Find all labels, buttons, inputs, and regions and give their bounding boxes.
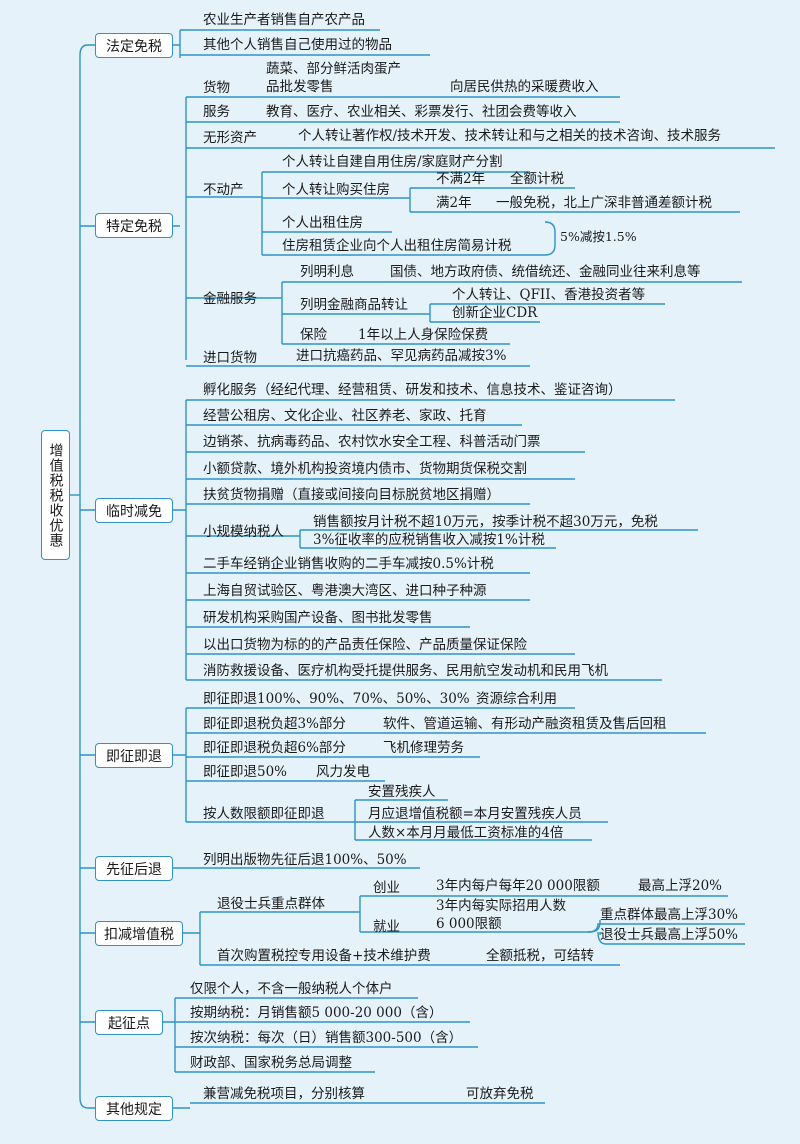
node-label: 创业 [373,880,400,896]
branch-threshold: 起征点 [95,1010,163,1035]
leaf-text: 3年内每实际招用人数 [436,898,567,914]
leaf-text: 个人转让自建自用住房/家庭财产分割 [282,154,503,170]
node-label: 服务 [203,104,230,120]
leaf-text: 全额计税 [510,171,564,187]
leaf-text: 财政部、国家税务总局调整 [190,1055,352,1071]
node-label: 就业 [373,919,400,935]
branch-collect-then-refund: 先征后退 [95,856,173,881]
leaf-text: 消防救援设备、医疗机构受托提供服务、民用航空发动机和民用飞机 [203,663,608,679]
root-node: 增值税税收优惠 [41,430,70,560]
leaf-text: 品批发零售 [266,79,334,95]
leaf-text: 即征即退税负超3%部分 [203,716,346,732]
leaf-text: 二手车经销企业销售收购的二手车减按0.5%计税 [203,556,494,572]
leaf-text: 蔬菜、部分鲜活肉蛋产 [266,61,401,77]
leaf-text: 以出口货物为标的的产品责任保险、产品质量保证保险 [203,637,527,653]
leaf-text: 按期纳税：月销售额5 000-20 000（含） [190,1005,443,1021]
leaf-text: 个人转让著作权/技术开发、技术转让和与之相关的技术咨询、技术服务 [298,128,722,144]
leaf-text: 全额抵税，可结转 [486,948,594,964]
leaf-text: 重点群体最高上浮30% [600,907,739,923]
leaf-text: 最高上浮20% [638,878,723,894]
leaf-text: 1年以上人身保险保费 [358,327,489,343]
leaf-text: 5%减按1.5% [560,229,637,244]
leaf-text: 人数×本月月最低工资标准的4倍 [368,825,564,841]
node-label: 无形资产 [203,130,257,146]
leaf-text: 经营公租房、文化企业、社区养老、家政、托育 [203,408,487,424]
leaf-text: 向居民供热的采暖费收入 [450,79,599,95]
node-label: 不动产 [203,182,244,198]
leaf-text: 进口抗癌药品、罕见病药品减按3% [296,348,507,364]
leaf-text: 可放弃免税 [466,1086,534,1102]
leaf-text: 个人转让购买住房 [282,182,390,198]
node-label: 金融服务 [203,291,257,307]
leaf-text: 保险 [300,327,327,343]
leaf-text: 不满2年 [436,171,486,187]
node-label: 进口货物 [203,350,257,366]
leaf-text: 创新企业CDR [452,305,538,321]
leaf-text: 兼营减免税项目，分别核算 [203,1086,365,1102]
leaf-text: 其他个人销售自己使用过的物品 [203,37,392,53]
leaf-text: 研发机构采购国产设备、图书批发零售 [203,610,433,626]
node-label: 退役士兵重点群体 [217,896,325,912]
node-label: 按人数限额即征即退 [203,806,325,822]
leaf-text: 安置残疾人 [368,784,436,800]
leaf-text: 满2年 [436,195,472,211]
leaf-text: 风力发电 [316,764,370,780]
branch-statutory-exemption: 法定免税 [95,33,173,58]
leaf-text: 小额贷款、境外机构投资境内债市、货物期货保税交割 [203,461,527,477]
leaf-text: 列明利息 [300,264,354,280]
leaf-text: 即征即退税负超6%部分 [203,740,346,756]
leaf-text: 上海自贸试验区、粤港澳大湾区、进口种子种源 [203,583,487,599]
node-label: 货物 [203,80,230,96]
leaf-text: 个人转让、QFII、香港投资者等 [452,287,646,303]
leaf-text: 3%征收率的应税销售收入减按1%计税 [313,532,545,548]
leaf-text: 孵化服务（经纪代理、经营租赁、研发和技术、信息技术、鉴证咨询） [203,382,622,398]
branch-immediate-refund: 即征即退 [95,743,173,768]
leaf-text: 按次纳税：每次（日）销售额300-500（含） [190,1030,463,1046]
leaf-text: 农业生产者销售自产农产品 [203,12,365,28]
leaf-text: 6 000限额 [436,916,502,932]
leaf-text: 软件、管道运输、有形动产融资租赁及售后回租 [383,716,667,732]
leaf-text: 扶贫货物捐赠（直接或间接向目标脱贫地区捐赠） [203,487,500,503]
leaf-text: 销售额按月计税不超10万元，按季计税不超30万元，免税 [313,514,658,530]
leaf-text: 飞机修理劳务 [383,740,464,756]
leaf-text: 住房租赁企业向个人出租住房简易计税 [282,238,512,254]
leaf-text: 列明出版物先征后退100%、50% [203,852,407,868]
leaf-text: 退役士兵最高上浮50% [600,927,739,943]
leaf-text: 即征即退50% [203,764,288,780]
leaf-text: 国债、地方政府债、统借统还、金融同业往来利息等 [390,264,701,280]
leaf-text: 首次购置税控专用设备+技术维护费 [217,948,431,964]
leaf-text: 即征即退100%、90%、70%、50%、30% [203,691,470,707]
leaf-text: 边销茶、抗病毒药品、农村饮水安全工程、科普活动门票 [203,434,541,450]
leaf-text: 列明金融商品转让 [300,297,408,313]
branch-temporary-relief: 临时减免 [95,498,173,523]
node-label: 小规模纳税人 [203,524,284,540]
leaf-text: 一般免税，北上广深非普通差额计税 [496,195,712,211]
leaf-text: 个人出租住房 [282,215,363,231]
leaf-text: 月应退增值税额=本月安置残疾人员 [368,806,582,822]
branch-specific-exemption: 特定免税 [95,213,173,238]
leaf-text: 仅限个人，不含一般纳税人个体户 [190,981,393,997]
leaf-text: 教育、医疗、农业相关、彩票发行、社团会费等收入 [266,104,577,120]
branch-other-rules: 其他规定 [95,1096,173,1121]
leaf-text: 资源综合利用 [476,691,557,707]
branch-vat-deduction: 扣减增值税 [95,921,183,946]
leaf-text: 3年内每户每年20 000限额 [436,878,600,894]
